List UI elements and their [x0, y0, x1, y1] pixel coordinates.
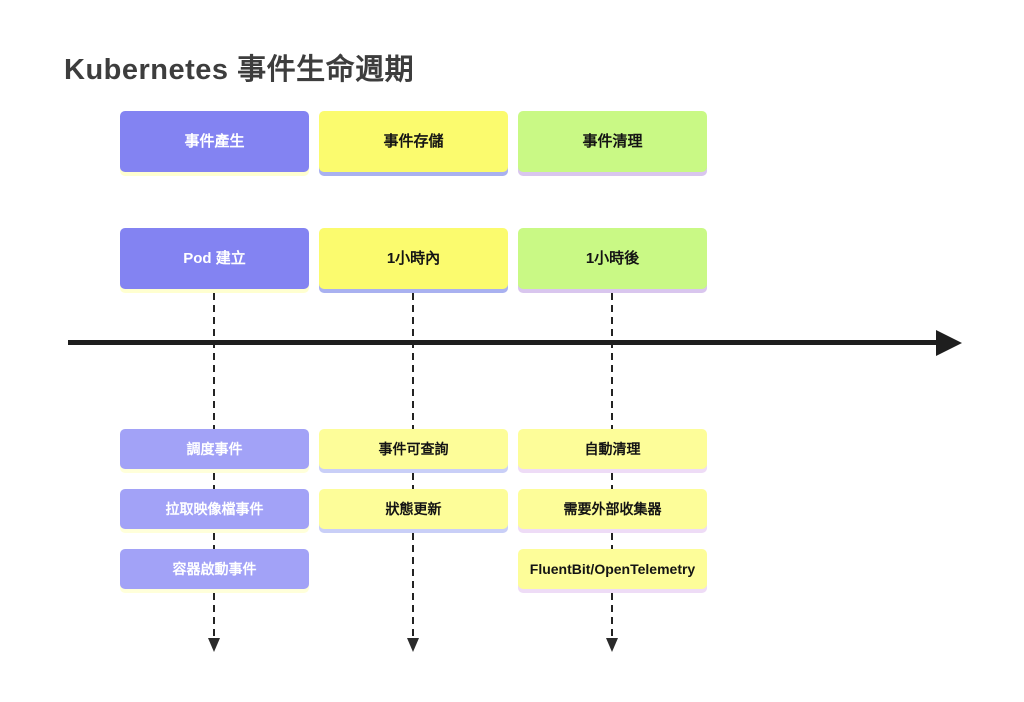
phase-box-event-generation: 事件產生 — [120, 111, 309, 172]
detail-box-status-update: 狀態更新 — [319, 489, 508, 529]
detail-box-container-start-event: 容器啟動事件 — [120, 549, 309, 589]
timing-box-after-1h: 1小時後 — [518, 228, 707, 289]
down-arrowhead-icon — [407, 638, 419, 652]
timing-box-within-1h: 1小時內 — [319, 228, 508, 289]
down-arrowhead-icon — [606, 638, 618, 652]
detail-box-schedule-event: 調度事件 — [120, 429, 309, 469]
diagram-title: Kubernetes 事件生命週期 — [64, 54, 415, 86]
detail-box-external-collector: 需要外部收集器 — [518, 489, 707, 529]
timeline-arrowhead-icon — [936, 330, 962, 356]
phase-box-event-storage: 事件存儲 — [319, 111, 508, 172]
down-arrowhead-icon — [208, 638, 220, 652]
phase-box-event-cleanup: 事件清理 — [518, 111, 707, 172]
detail-box-pull-image-event: 拉取映像檔事件 — [120, 489, 309, 529]
timing-box-pod-create: Pod 建立 — [120, 228, 309, 289]
detail-box-auto-cleanup: 自動清理 — [518, 429, 707, 469]
timeline-axis — [68, 340, 938, 345]
detail-box-fluentbit-opentelemetry: FluentBit/OpenTelemetry — [518, 549, 707, 589]
detail-box-event-queryable: 事件可查詢 — [319, 429, 508, 469]
